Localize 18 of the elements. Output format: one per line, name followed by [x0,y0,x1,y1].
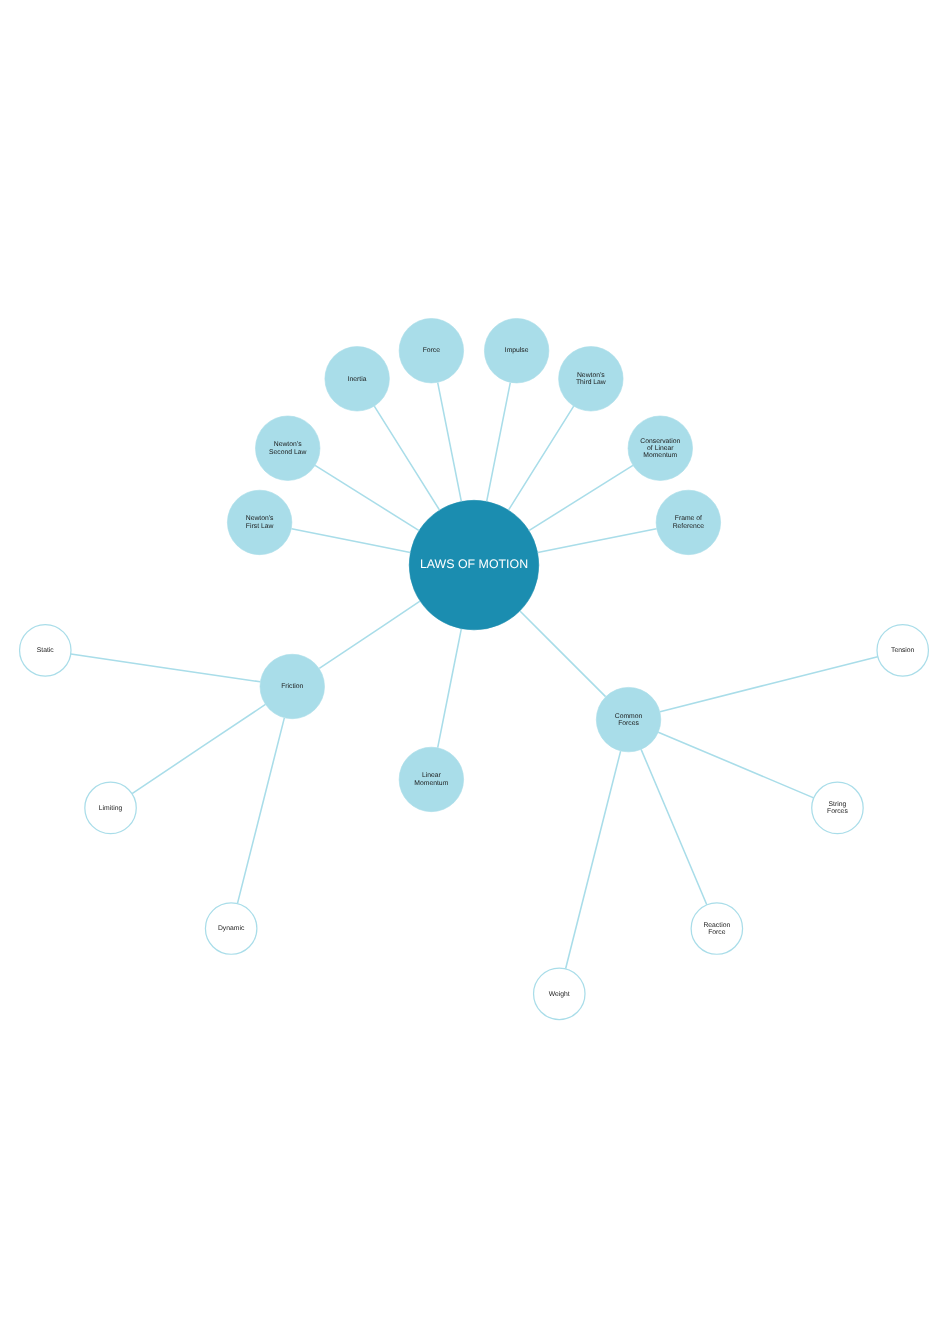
connector [436,381,463,503]
connector [536,528,658,554]
connector [236,717,286,905]
connector [373,405,441,511]
connector [485,381,512,503]
connector [131,703,267,795]
connector [519,610,607,698]
connector [640,748,708,906]
connector [659,655,879,713]
connector [507,405,575,511]
connector [318,600,421,670]
connector [290,528,412,554]
connector [436,628,463,749]
connector [314,464,420,532]
connector [657,731,815,799]
connector [564,750,622,970]
connector [528,464,634,532]
connector [70,653,261,683]
